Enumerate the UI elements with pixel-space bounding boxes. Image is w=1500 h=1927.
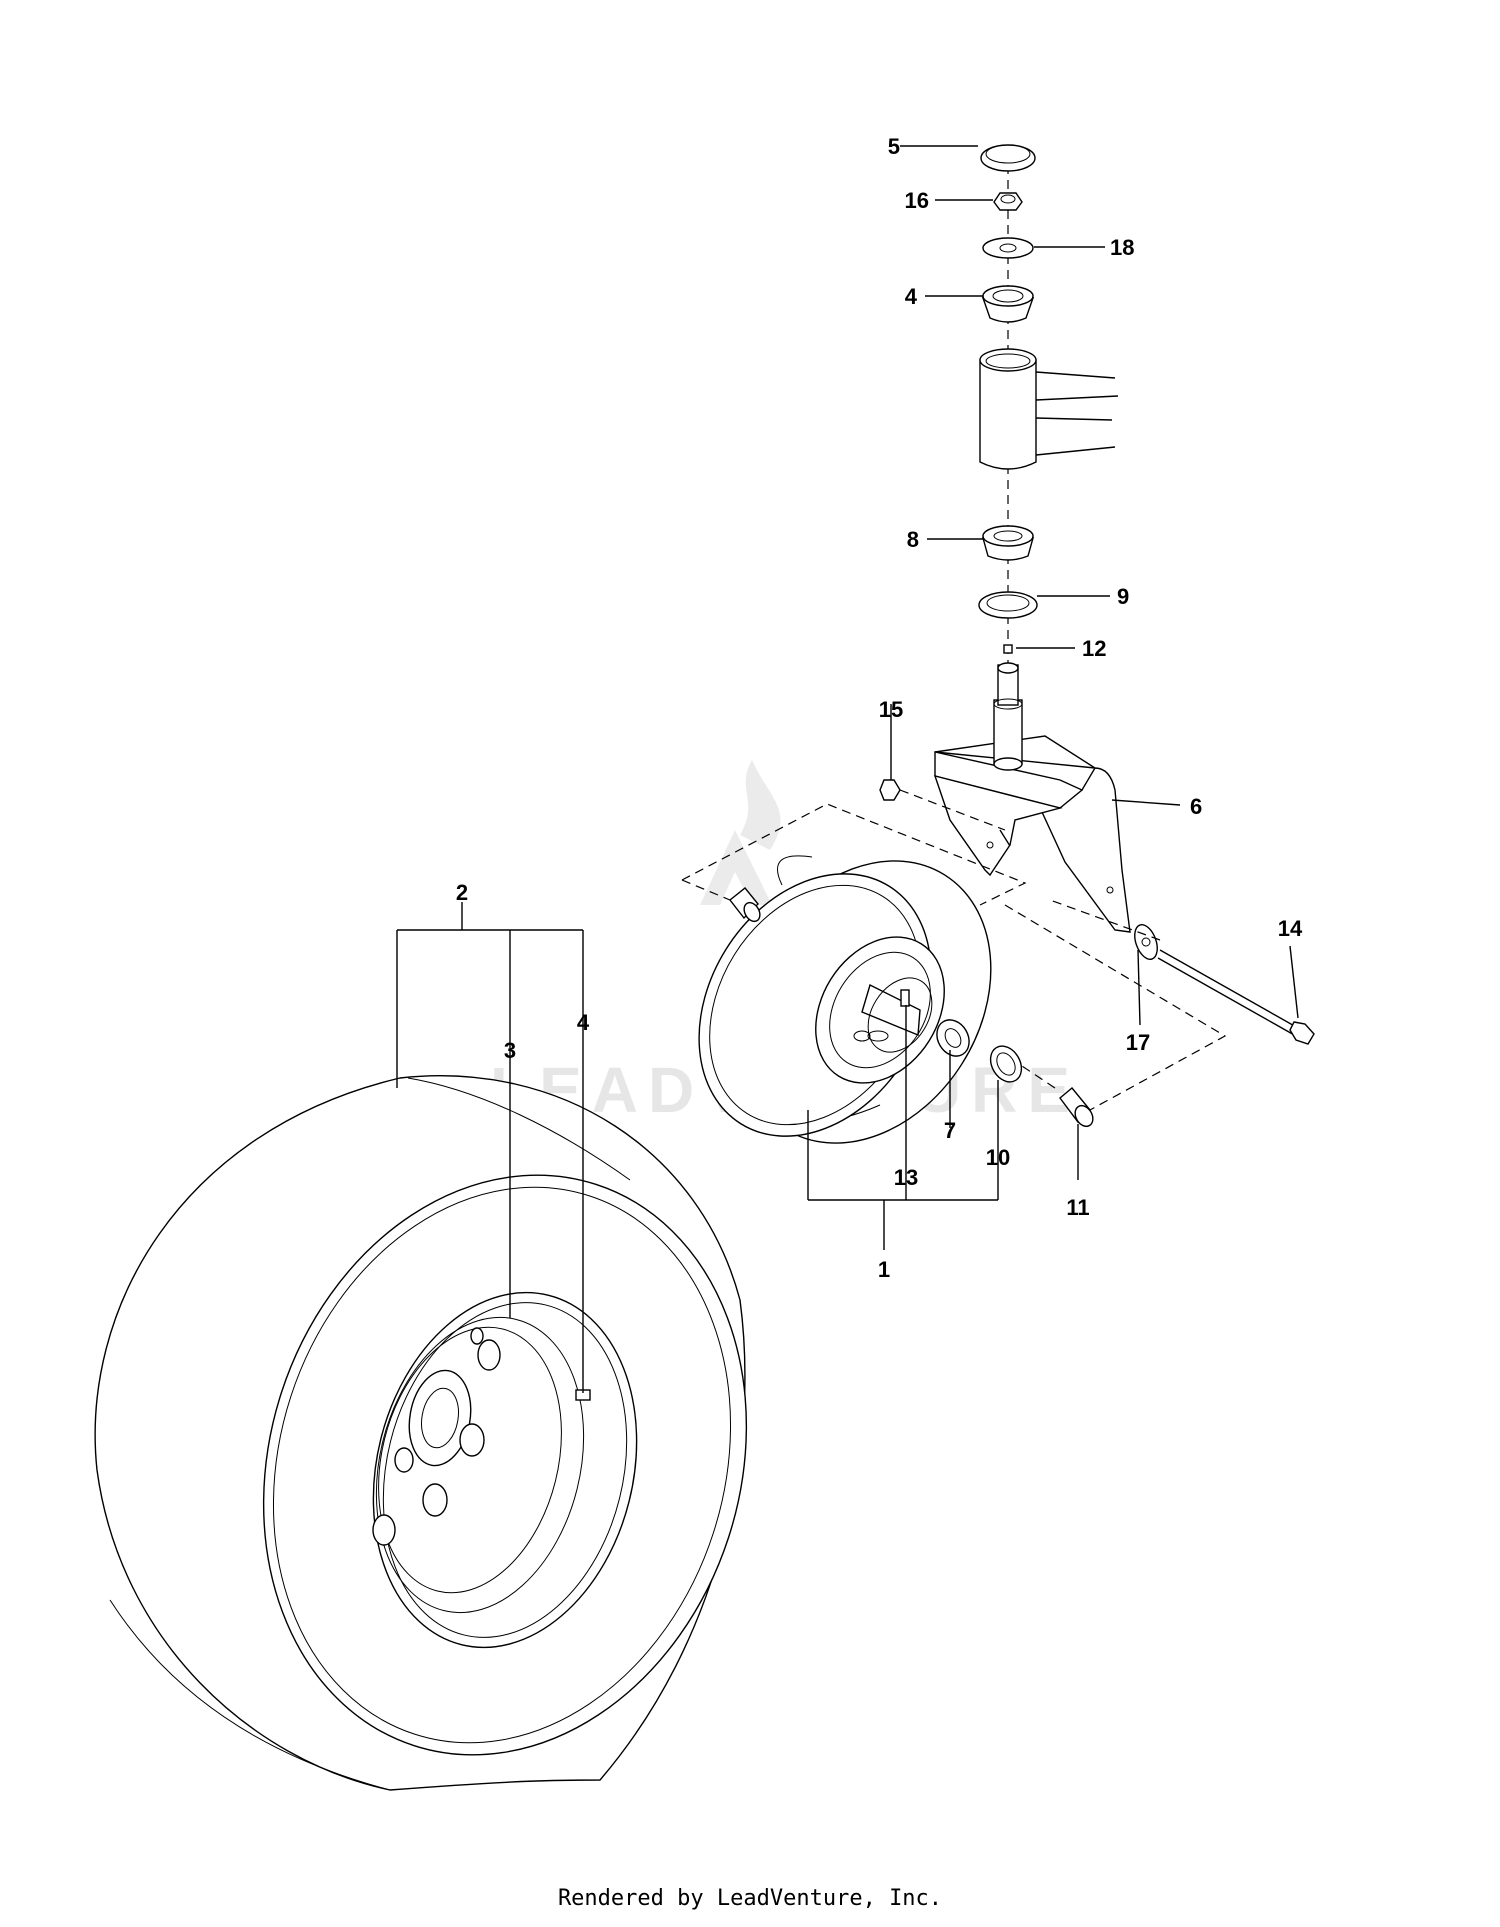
callout-2: 2 xyxy=(456,880,468,905)
axle-bolt xyxy=(1157,949,1315,1045)
leader-lines xyxy=(396,145,1299,1393)
spacer-left xyxy=(729,887,761,923)
callout-11: 11 xyxy=(1066,1195,1089,1220)
callout-18: 18 xyxy=(1110,235,1134,260)
callout-13: 13 xyxy=(894,1165,918,1190)
callout-3: 3 xyxy=(504,1038,516,1063)
caster-fork xyxy=(933,662,1131,933)
callout-12: 12 xyxy=(1082,636,1106,661)
callouts: 5 16 18 4 8 9 12 15 6 2 14 17 3 4 7 13 1… xyxy=(456,134,1303,1282)
wheel-bearing xyxy=(936,1019,970,1057)
lock-nut xyxy=(993,192,1023,211)
callout-5: 5 xyxy=(888,134,900,159)
callout-10: 10 xyxy=(986,1145,1010,1170)
callout-7: 7 xyxy=(944,1118,956,1143)
caster-wheel xyxy=(698,855,992,1144)
fork-nut xyxy=(879,779,901,801)
callout-17: 17 xyxy=(1126,1030,1150,1055)
callout-8: 8 xyxy=(907,527,919,552)
large-wheel xyxy=(94,1075,748,1791)
dust-cap xyxy=(980,144,1036,172)
callout-16: 16 xyxy=(905,188,929,213)
callout-15: 15 xyxy=(879,697,903,722)
callout-4-upper: 4 xyxy=(905,284,918,309)
washer-top xyxy=(982,237,1034,259)
bearing-cup xyxy=(978,591,1038,619)
lower-bearing xyxy=(981,525,1035,561)
callout-14: 14 xyxy=(1278,916,1303,941)
spindle-housing xyxy=(979,348,1119,470)
callout-9: 9 xyxy=(1117,584,1129,609)
grease-fitting-spindle xyxy=(1003,644,1013,654)
explode-guides xyxy=(681,789,1227,1111)
spacer-right xyxy=(1059,1087,1094,1128)
callout-4-large-wheel: 4 xyxy=(577,1010,590,1035)
callout-1: 1 xyxy=(878,1257,890,1282)
watermark-logo-icon xyxy=(700,760,781,905)
axle-washer xyxy=(1134,924,1158,960)
callout-6: 6 xyxy=(1190,794,1202,819)
footer-credit: Rendered by LeadVenture, Inc. xyxy=(557,1886,943,1911)
upper-bearing xyxy=(981,285,1035,323)
wheel-seal xyxy=(989,1045,1023,1083)
